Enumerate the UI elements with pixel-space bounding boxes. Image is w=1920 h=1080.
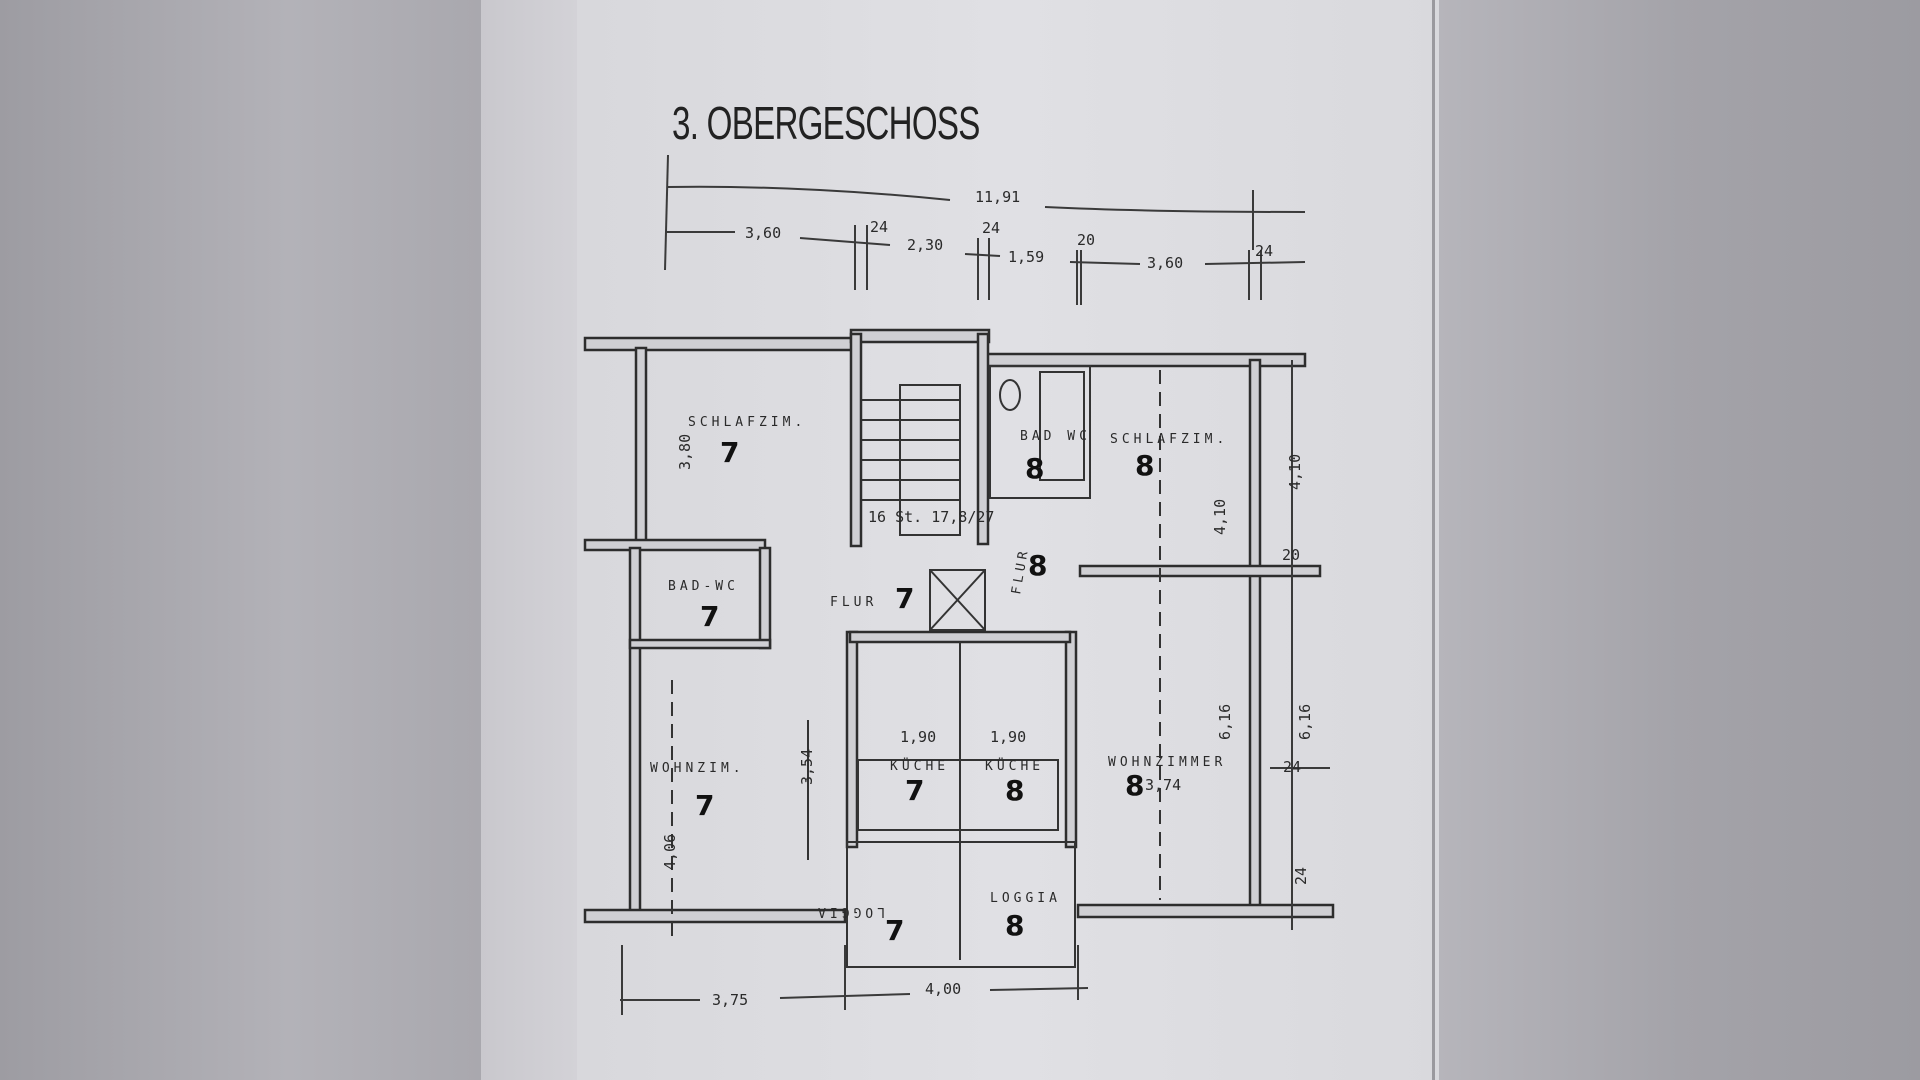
dim-right-5: 24: [1292, 867, 1310, 885]
unit-number: 7: [895, 582, 914, 615]
unit-number: 7: [885, 914, 904, 947]
interior-fixtures: [671, 365, 1161, 968]
room-label-kueche-7: KÜCHE: [890, 757, 949, 774]
unit-number: 7: [700, 600, 719, 633]
room-label-loggia-8: LOGGIA: [990, 891, 1061, 906]
page-fold: [481, 0, 579, 1080]
dim-right-2: 20: [1282, 546, 1300, 564]
unit-number: 7: [905, 774, 924, 807]
room-label-bad-wc-8: BAD WC: [1020, 429, 1091, 444]
unit-number: 8: [1005, 774, 1024, 807]
dim-total-width: 11,91: [975, 188, 1020, 206]
top-dimensions: 11,91 3,60 24 2,30 24 1,59 20 3,60 24: [664, 154, 1306, 305]
dim-kueche-8: 1,90: [990, 728, 1026, 746]
room-labels: SCHLAFZIM. 7 3,80 16 St. 17,8/27 BAD WC …: [650, 415, 1234, 947]
walls: [583, 328, 1335, 924]
dim-top-3: 2,30: [907, 236, 943, 254]
unit-number: 8: [1028, 549, 1047, 582]
dim-bottom-1: 3,75: [712, 991, 748, 1009]
dim-top-6: 20: [1077, 231, 1095, 249]
dim-top-8: 24: [1255, 242, 1273, 260]
dim-top-2: 24: [870, 218, 888, 236]
dim-right-1: 4,10: [1286, 454, 1304, 490]
floor-plan-title: 3. OBERGESCHOSS: [672, 97, 980, 149]
dim-top-4: 24: [982, 219, 1000, 237]
stair-label: 16 St. 17,8/27: [868, 508, 994, 526]
unit-number: 8: [1025, 452, 1044, 485]
unit-number: 8: [1005, 909, 1024, 942]
unit-number: 8: [1135, 449, 1154, 482]
room-label-wohnzim-7: WOHNZIM.: [650, 761, 745, 776]
unit-number: 7: [720, 436, 739, 469]
room-label-bad-wc-7: BAD-WC: [668, 579, 739, 594]
dim-right-3: 6,16: [1296, 704, 1314, 740]
unit-number: 8: [1125, 769, 1144, 802]
dim-bottom-2: 4,00: [925, 980, 961, 998]
dim-schlafzim-7: 3,80: [676, 434, 694, 470]
page-edge: [1432, 0, 1435, 1080]
dim-wohnzimmer-8-b: 6,16: [1216, 704, 1234, 740]
blurred-background-right: [1439, 0, 1920, 1080]
room-label-schlafzim-7: SCHLAFZIM.: [688, 415, 806, 430]
dim-wohnzim-7: 4,06: [661, 834, 679, 870]
dim-wohnzim-7-b: 3,54: [798, 749, 816, 785]
unit-number: 7: [695, 789, 714, 822]
dim-right-4: 24: [1283, 758, 1301, 776]
dim-schlafzim-8: 4,10: [1211, 499, 1229, 535]
dim-wohnzimmer-8: 3,74: [1145, 776, 1181, 794]
room-label-loggia-7: LOGGIA: [814, 904, 885, 919]
side-dimensions: 4,10 20 6,16 24 24 3,75 4,00: [620, 360, 1330, 1015]
room-label-kueche-8: KÜCHE: [985, 757, 1044, 774]
dim-top-5: 1,59: [1008, 248, 1044, 266]
room-label-schlafzim-8: SCHLAFZIM.: [1110, 432, 1228, 447]
room-label-flur-7: FLUR: [830, 595, 877, 610]
blurred-background-left: [0, 0, 481, 1080]
dim-top-7: 3,60: [1147, 254, 1183, 272]
dim-kueche-7: 1,90: [900, 728, 936, 746]
room-label-wohnzimmer-8: WOHNZIMMER: [1108, 755, 1226, 770]
dim-top-1: 3,60: [745, 224, 781, 242]
